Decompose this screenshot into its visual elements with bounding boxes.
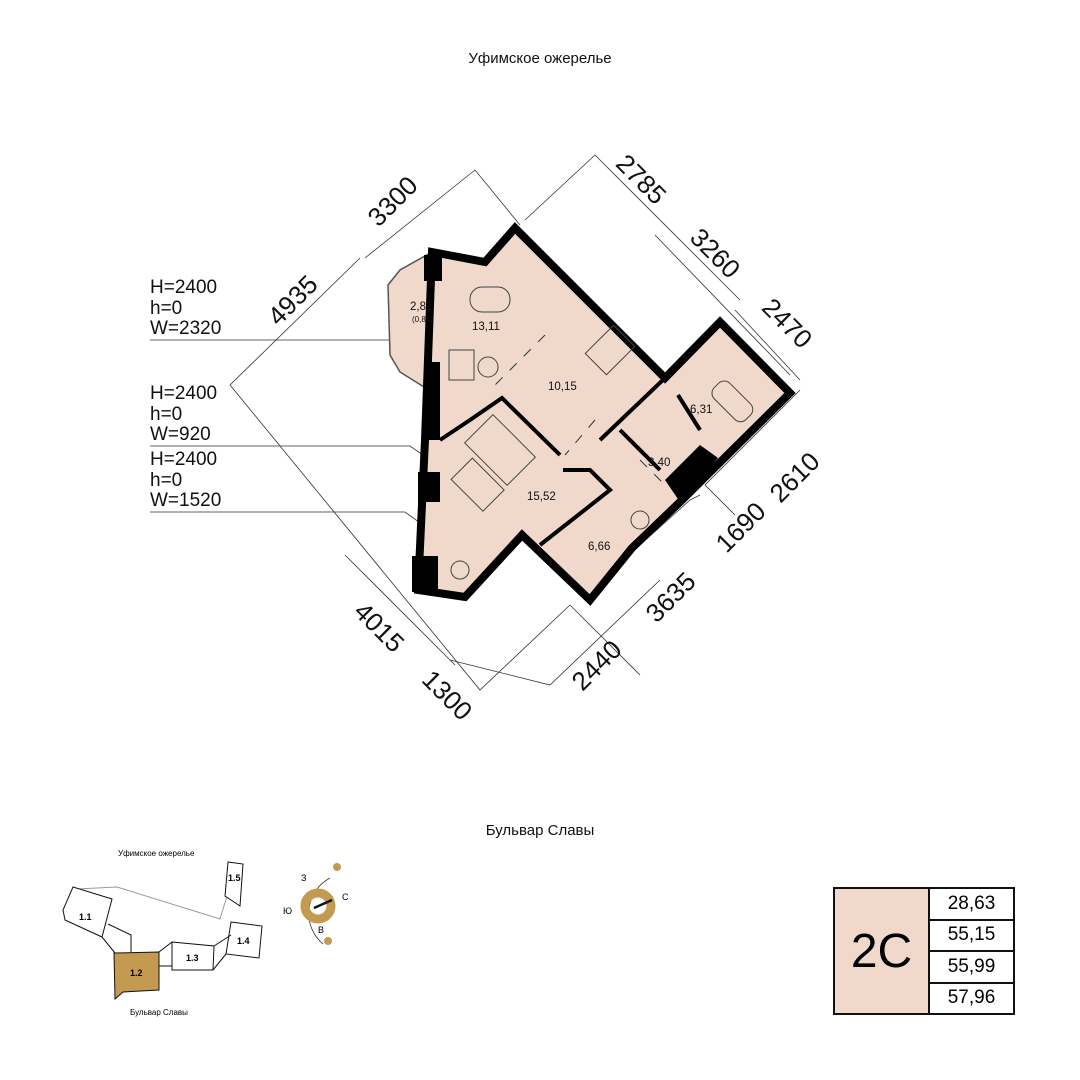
room-area-corridor: 6,66 xyxy=(588,541,610,553)
opening-width: W=1520 xyxy=(150,490,222,511)
room-area-bathroom: 6,31 xyxy=(690,404,712,416)
room-area-hall: 3,40 xyxy=(648,457,670,469)
building-1-1 xyxy=(62,886,113,938)
apartment-type: 2С xyxy=(835,889,930,1013)
opening-height: H=2400 xyxy=(150,449,218,470)
room-area-balcony: 2,81 xyxy=(410,301,432,313)
building-label: 1.2 xyxy=(130,968,143,978)
area-value: 55,15 xyxy=(930,921,1013,952)
sun-icon xyxy=(324,937,332,945)
furniture-icons xyxy=(448,286,754,580)
building-1-4 xyxy=(225,921,263,959)
compass-north: С xyxy=(342,892,349,902)
building-1-2 xyxy=(113,951,160,1001)
interior-walls xyxy=(438,376,702,547)
compass-south: Ю xyxy=(283,906,292,916)
opening-width: W=2320 xyxy=(150,318,222,339)
compass-west: З xyxy=(301,873,306,883)
room-area-living: 13,11 xyxy=(472,321,500,333)
zone-dividers xyxy=(494,334,666,486)
building-label: 1.1 xyxy=(79,912,92,922)
opening-width: W=920 xyxy=(150,424,211,445)
area-value: 55,99 xyxy=(930,952,1013,984)
site-street-top: Уфимское ожерелье xyxy=(118,849,195,858)
compass: С Ю В З xyxy=(283,863,349,945)
wall-blocks xyxy=(412,255,718,592)
area-value: 57,96 xyxy=(947,987,996,1009)
compass-east: В xyxy=(318,925,324,935)
street-bottom: Бульвар Славы xyxy=(485,822,595,839)
building-label: 1.3 xyxy=(186,953,199,963)
street-top: Уфимское ожерелье xyxy=(468,50,612,67)
site-plan: 1.1 1.2 1.3 1.4 1.5 Уфимское ожерелье Бу… xyxy=(62,849,349,1017)
area-value: 28,63 xyxy=(930,889,1013,921)
opening-height: H=2400 xyxy=(150,383,218,404)
sun-icon xyxy=(333,863,341,871)
opening-sill: h=0 xyxy=(150,403,183,425)
room-area-kitchen: 10,15 xyxy=(548,381,577,393)
building-1-5 xyxy=(224,861,244,907)
building-label: 1.4 xyxy=(237,936,250,946)
site-street-bottom: Бульвар Славы xyxy=(130,1008,188,1017)
opening-sill: h=0 xyxy=(150,297,183,319)
opening-sill: h=0 xyxy=(150,469,183,491)
building-label: 1.5 xyxy=(228,873,241,883)
opening-height: H=2400 xyxy=(150,277,218,298)
room-area-bedroom: 15,52 xyxy=(527,491,556,503)
apartment-legend: 2С 28,63 55,15 55,99 57,96 xyxy=(833,887,1015,1015)
room-area-balcony-reduced: (0,84) xyxy=(412,315,433,324)
site-boundary xyxy=(76,886,228,920)
